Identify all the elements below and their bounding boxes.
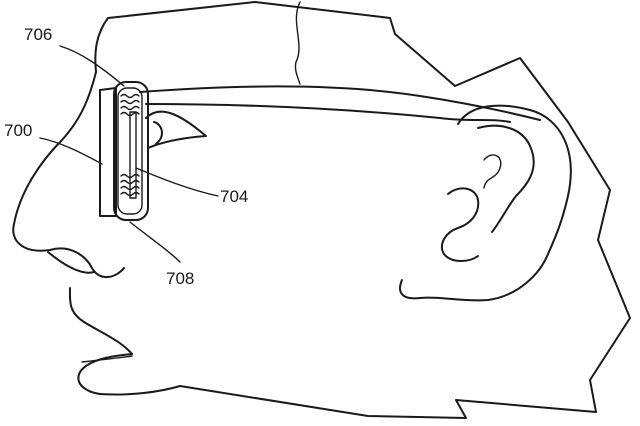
emitter-array-bottom <box>120 173 140 197</box>
optical-element <box>129 111 137 199</box>
emitter-array-top <box>120 93 140 117</box>
iris <box>153 121 163 145</box>
leader-700 <box>39 137 103 165</box>
face-profile <box>12 71 125 278</box>
reference-numeral-706: 706 <box>24 25 52 44</box>
reference-numeral-700: 700 <box>4 121 32 140</box>
head-outline <box>94 1 631 419</box>
device-lens-frame <box>113 81 149 221</box>
leader-706 <box>59 45 125 87</box>
ear-outer <box>399 104 572 302</box>
ear-inner <box>477 124 535 233</box>
reference-numeral-708: 708 <box>166 269 194 288</box>
device-lens-inner <box>117 87 143 215</box>
temple-arm-lower <box>145 103 511 123</box>
lip-line <box>81 355 133 363</box>
upper-lip <box>68 287 133 355</box>
reference-numeral-704: 704 <box>220 187 248 206</box>
leader-708 <box>129 221 181 263</box>
temple-arm <box>139 85 541 121</box>
lips <box>77 353 181 396</box>
leader-704 <box>135 167 219 197</box>
skull-seam <box>294 1 301 85</box>
eye <box>145 110 207 149</box>
ear-tragus <box>440 187 480 262</box>
ear-fold <box>483 154 502 189</box>
nostril <box>47 251 95 274</box>
